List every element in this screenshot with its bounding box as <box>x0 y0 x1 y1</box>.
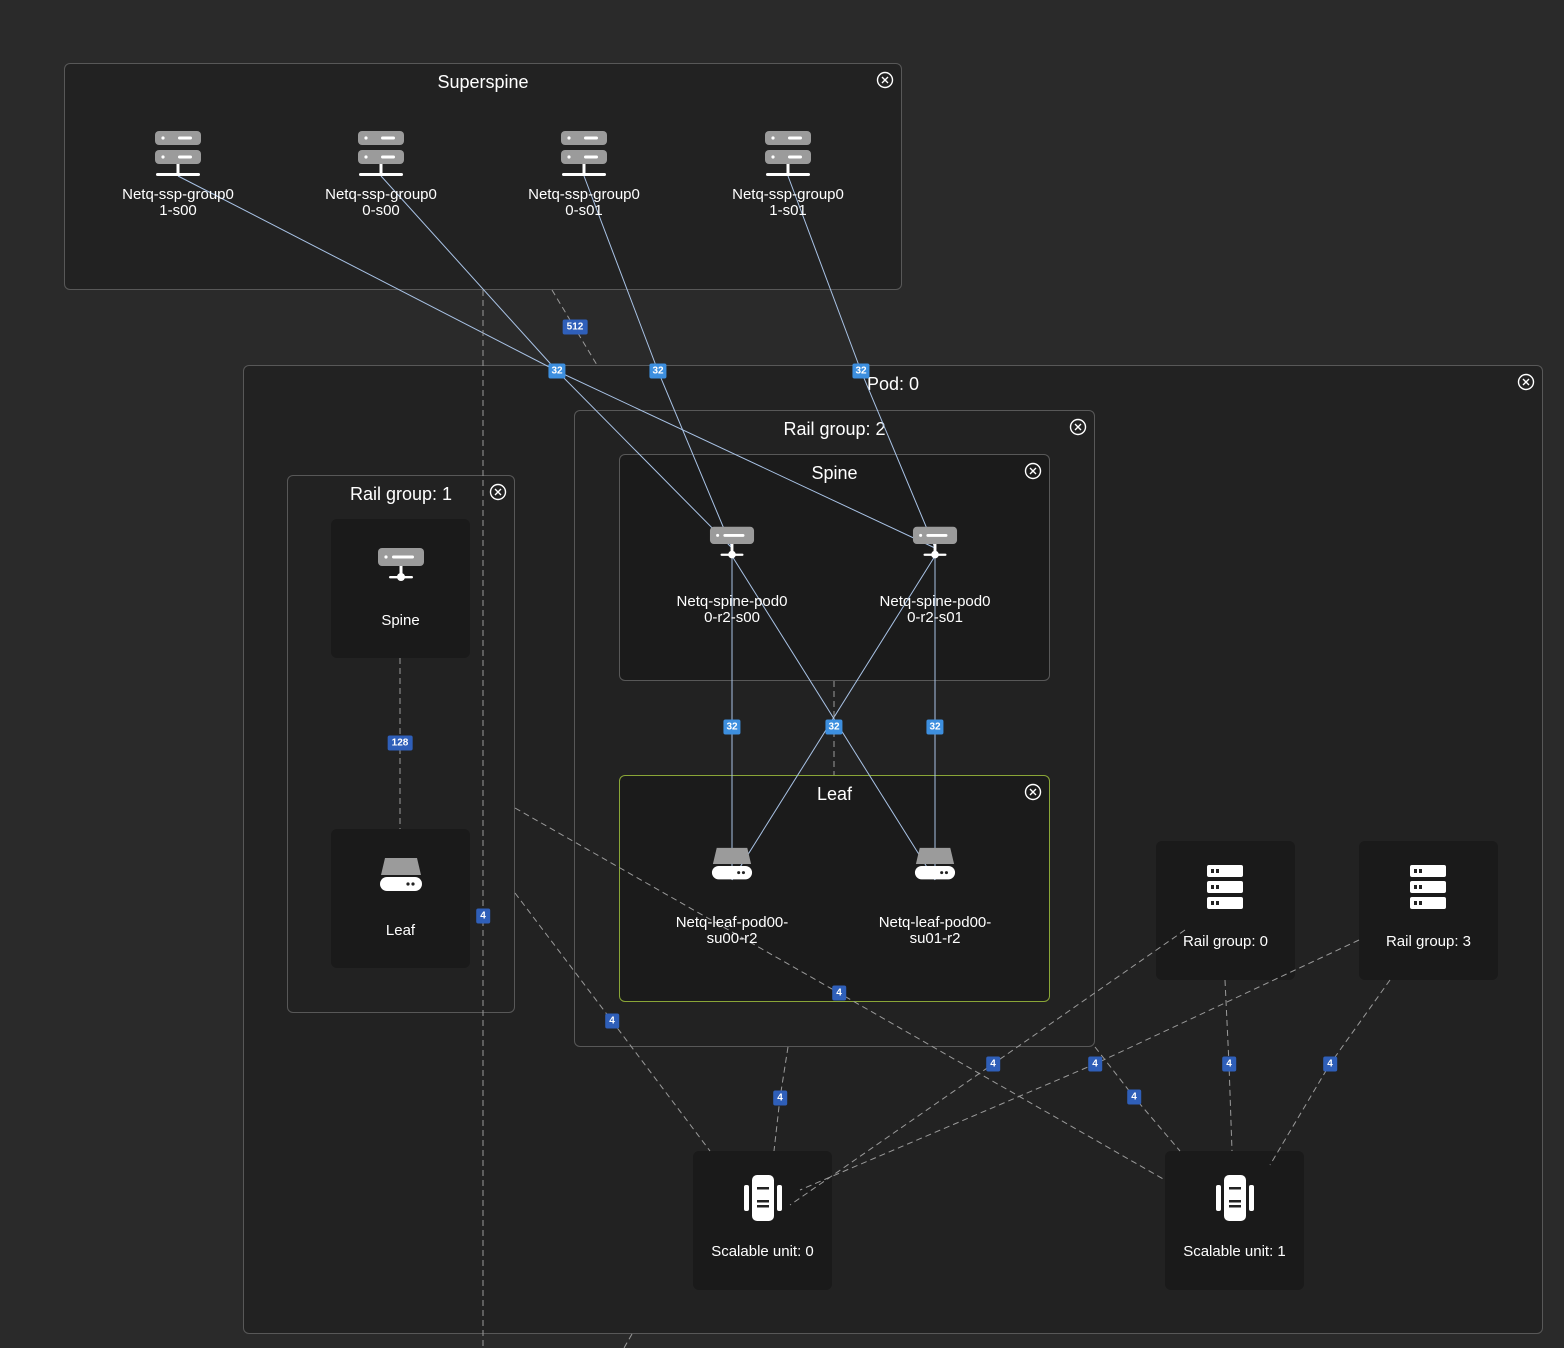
rail-group-1-leaf-label: Leaf <box>385 922 416 939</box>
rail-group-1-spine-card[interactable]: Spine <box>331 519 470 658</box>
link-count-badge[interactable]: 512 <box>562 319 588 335</box>
link-count-badge[interactable]: 32 <box>723 719 741 735</box>
leaf-group-title: Leaf <box>816 784 853 804</box>
spine-pod00-r2-s01-node[interactable]: Netq-spine-pod0 0-r2-s01 <box>865 525 1005 626</box>
spine-group-title: Spine <box>811 463 858 483</box>
ssp-group00-s00-node[interactable]: Netq-ssp-group0 0-s00 <box>311 130 451 219</box>
spine-switch-icon <box>912 526 958 559</box>
link-count-badge[interactable]: 4 <box>605 1013 619 1029</box>
link-count-badge[interactable]: 4 <box>1127 1089 1141 1105</box>
rail-group-1-spine-label: Spine <box>381 612 420 629</box>
ssp-group00-s00-label: Netq-ssp-group0 0-s00 <box>325 186 437 219</box>
close-icon[interactable] <box>1024 462 1042 480</box>
link-count-badge[interactable]: 32 <box>649 363 667 379</box>
server-rack-icon <box>1410 865 1446 909</box>
scalable-unit-0-label: Scalable unit: 0 <box>711 1243 814 1260</box>
close-icon[interactable] <box>1517 373 1535 391</box>
ssp-group01-s00-label: Netq-ssp-group0 1-s00 <box>122 186 234 219</box>
link-count-badge[interactable]: 4 <box>1222 1056 1236 1072</box>
pod-title: Pod: 0 <box>866 374 920 394</box>
rail-group-1-title: Rail group: 1 <box>349 484 453 504</box>
rail-group-2-title: Rail group: 2 <box>783 419 886 439</box>
spine-switch-icon <box>709 526 755 559</box>
link-count-badge[interactable]: 4 <box>476 908 490 924</box>
leaf-pod00-su00-r2-node[interactable]: Netq-leaf-pod00- su00-r2 <box>662 846 802 947</box>
close-icon[interactable] <box>1024 783 1042 801</box>
link-count-badge[interactable]: 32 <box>825 719 843 735</box>
link-count-badge[interactable]: 4 <box>832 985 846 1001</box>
superspine-switch-icon <box>358 131 404 176</box>
leaf-pod00-su00-r2-label: Netq-leaf-pod00- su00-r2 <box>675 914 789 947</box>
link-count-badge[interactable]: 4 <box>773 1090 787 1106</box>
leaf-pod00-su01-r2-node[interactable]: Netq-leaf-pod00- su01-r2 <box>865 846 1005 947</box>
scalable-unit-1-card[interactable]: Scalable unit: 1 <box>1165 1151 1304 1290</box>
leaf-switch-icon <box>711 847 753 880</box>
ssp-group00-s01-node[interactable]: Netq-ssp-group0 0-s01 <box>514 130 654 219</box>
link-count-badge[interactable]: 32 <box>926 719 944 735</box>
superspine-switch-icon <box>561 131 607 176</box>
spine-pod00-r2-s01-label: Netq-spine-pod0 0-r2-s01 <box>879 593 991 626</box>
superspine-title: Superspine <box>437 72 529 92</box>
rail-group-3-label: Rail group: 3 <box>1385 933 1472 950</box>
leaf-switch-icon <box>380 858 422 891</box>
ssp-group00-s01-label: Netq-ssp-group0 0-s01 <box>528 186 640 219</box>
ssp-group01-s01-label: Netq-ssp-group0 1-s01 <box>732 186 844 219</box>
rail-group-1-leaf-card[interactable]: Leaf <box>331 829 470 968</box>
close-icon[interactable] <box>489 483 507 501</box>
ssp-group01-s01-node[interactable]: Netq-ssp-group0 1-s01 <box>718 130 858 219</box>
superspine-switch-icon <box>765 131 811 176</box>
rail-group-0-label: Rail group: 0 <box>1182 933 1269 950</box>
ssp-group01-s00-node[interactable]: Netq-ssp-group0 1-s00 <box>108 130 248 219</box>
spine-pod00-r2-s00-label: Netq-spine-pod0 0-r2-s00 <box>676 593 788 626</box>
scalable-unit-icon <box>744 1175 782 1221</box>
close-icon[interactable] <box>876 71 894 89</box>
server-rack-icon <box>1207 865 1243 909</box>
close-icon[interactable] <box>1069 418 1087 436</box>
link-count-badge[interactable]: 128 <box>387 735 413 751</box>
rail-group-0-card[interactable]: Rail group: 0 <box>1156 841 1295 980</box>
link-count-badge[interactable]: 32 <box>548 363 566 379</box>
scalable-unit-0-card[interactable]: Scalable unit: 0 <box>693 1151 832 1290</box>
superspine-switch-icon <box>155 131 201 176</box>
link-count-badge[interactable]: 4 <box>1088 1056 1102 1072</box>
rail-group-3-card[interactable]: Rail group: 3 <box>1359 841 1498 980</box>
leaf-pod00-su01-r2-label: Netq-leaf-pod00- su01-r2 <box>878 914 992 947</box>
spine-switch-icon <box>378 548 424 581</box>
scalable-unit-icon <box>1216 1175 1254 1221</box>
spine-pod00-r2-s00-node[interactable]: Netq-spine-pod0 0-r2-s00 <box>662 525 802 626</box>
link-count-badge[interactable]: 4 <box>986 1056 1000 1072</box>
scalable-unit-1-label: Scalable unit: 1 <box>1183 1243 1286 1260</box>
link-count-badge[interactable]: 32 <box>852 363 870 379</box>
leaf-switch-icon <box>914 847 956 880</box>
link-count-badge[interactable]: 4 <box>1323 1056 1337 1072</box>
link-pod-bottom[interactable] <box>623 1333 633 1348</box>
